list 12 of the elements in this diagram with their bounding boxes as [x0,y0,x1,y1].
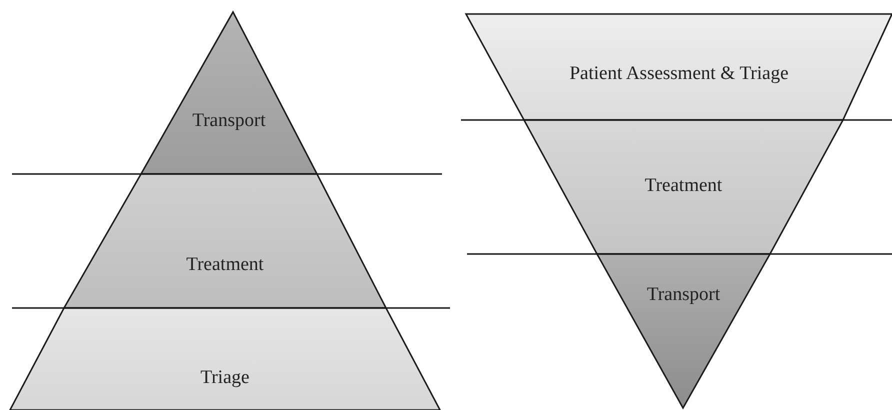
pyramid-band [10,308,440,410]
pyramid-band [64,174,386,308]
band-label: Treatment [186,252,264,277]
band-label: Patient Assessment & Triage [569,62,789,86]
pyramid-band [597,254,770,408]
band-label: Treatment [644,174,722,198]
band-label: Transport [192,108,266,133]
pyramid-band [524,120,843,254]
pyramid-band [141,12,317,174]
pyramid-band [466,14,892,120]
band-label: Triage [200,366,250,390]
band-label: Transport [646,282,720,307]
